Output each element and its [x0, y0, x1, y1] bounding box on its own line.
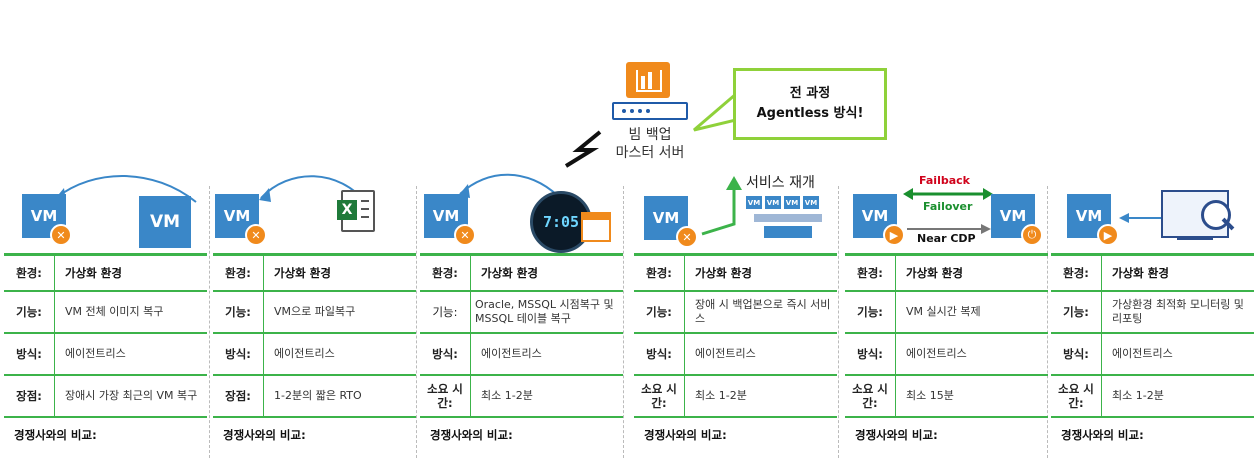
lightning-icon	[564, 130, 602, 168]
compare-label: 경쟁사와의 비교:	[644, 428, 727, 442]
monitor-stand	[1177, 236, 1213, 240]
server-rack-icon	[612, 102, 688, 120]
power-icon: ⏻	[1021, 224, 1043, 246]
dashboard-monitor-icon	[1161, 190, 1229, 238]
monitor-arrow	[1119, 213, 1163, 223]
source-vm-icon: VM	[424, 194, 468, 238]
server-tray-icon	[754, 214, 822, 222]
failover-label: Failover	[923, 200, 973, 213]
panel-table: 환경:가상화 환경 기능:VM 전체 이미지 복구 방식:에이전트리스 장점:장…	[4, 253, 207, 452]
server-base-icon	[764, 226, 812, 238]
agentless-callout: 전 과정 Agentless 방식!	[733, 68, 887, 140]
compare-label: 경쟁사와의 비교:	[14, 428, 97, 442]
backup-server-logo-icon	[626, 62, 670, 98]
failback-label: Failback	[919, 174, 970, 187]
play-icon: ▶	[1097, 224, 1119, 246]
near-cdp-label: Near CDP	[917, 232, 976, 245]
failed-x-icon: ✕	[454, 224, 476, 246]
calendar-icon	[581, 212, 611, 242]
compare-label: 경쟁사와의 비교:	[223, 428, 306, 442]
source-vm-icon: VM	[22, 194, 66, 238]
compare-label: 경쟁사와의 비교:	[430, 428, 513, 442]
service-resume-title: 서비스 재개	[746, 175, 815, 191]
magnifier-icon	[1201, 200, 1231, 230]
failed-x-icon: ✕	[245, 224, 267, 246]
panel-file-restore: VM ✕ X 환경:가상화 환경 기능:VM으로 파일복구 방식:에이전트리스 …	[213, 168, 416, 460]
panel-replication: Failback Failover Near CDP VM ▶ VM ⏻ 환경:…	[845, 168, 1048, 460]
panel-full-vm-restore: VM ✕ VM 환경:가상화 환경 기능:VM 전체 이미지 복구 방식:에이전…	[4, 168, 207, 460]
panel-db-restore: VM ✕ 7:05 환경:가상화 환경 기능:Oracle, MSSQL 시점복…	[420, 168, 623, 460]
mini-vm-icon: VM	[765, 196, 781, 209]
failback-arrow	[903, 188, 993, 200]
mini-vm-icon: VM	[746, 196, 762, 209]
restored-vm-icon: VM	[139, 196, 191, 248]
panel-instant-recovery: 서비스 재개 VM VM VM VM VM ✕ 환경:가상화 환경 기능:장애 …	[634, 168, 837, 460]
restore-arrow	[259, 175, 368, 205]
up-arrow-icon	[701, 176, 742, 236]
excel-file-icon: X	[337, 190, 375, 232]
play-icon: ▶	[883, 224, 905, 246]
panel-monitoring: VM ▶ 환경:가상화 환경 기능:가상환경 최적화 모니터링 및 리포팅 방식…	[1051, 168, 1254, 460]
failed-x-icon: ✕	[676, 226, 698, 248]
source-vm-icon: VM	[853, 194, 897, 238]
near-cdp-arrow	[907, 224, 991, 234]
master-server-label: 빔 백업 마스터 서버	[615, 127, 685, 161]
mini-vm-icon: VM	[803, 196, 819, 209]
compare-label: 경쟁사와의 비교:	[1061, 428, 1144, 442]
source-vm-icon: VM	[644, 196, 688, 240]
failed-x-icon: ✕	[50, 224, 72, 246]
mini-vm-icon: VM	[784, 196, 800, 209]
compare-label: 경쟁사와의 비교:	[855, 428, 938, 442]
